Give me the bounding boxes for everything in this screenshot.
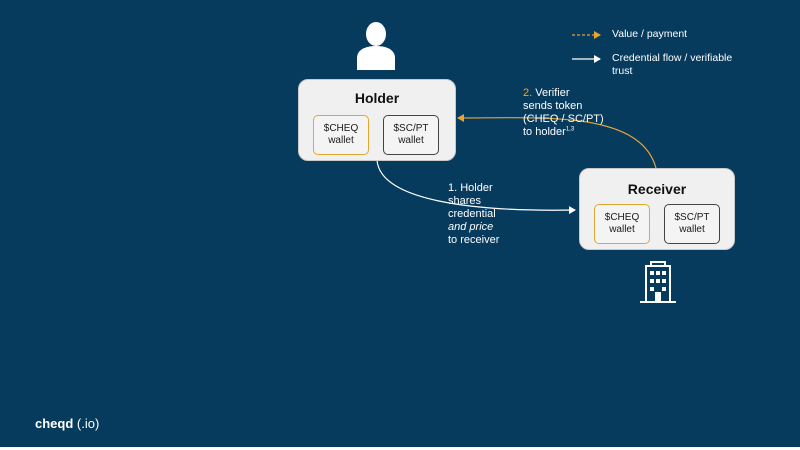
brand-logo: cheqd (.io) — [35, 416, 99, 431]
receiver-cheq-wallet-line1: $CHEQ — [604, 212, 640, 223]
holder-scpt-wallet-line2: wallet — [398, 135, 424, 146]
receiver-box: Receiver $CHEQ wallet $SC/PT wallet — [579, 168, 735, 250]
step2-line1: 2. Verifier — [523, 87, 604, 100]
holder-cheq-wallet: $CHEQ wallet — [313, 115, 369, 155]
step2-superscript: 1,3 — [565, 126, 575, 133]
step1-line5: to receiver — [448, 234, 500, 246]
receiver-cheq-wallet: $CHEQ wallet — [594, 204, 650, 244]
step2-line1-rest: Verifier — [532, 87, 570, 99]
step2-number: 2. — [523, 87, 533, 99]
legend-credential-label-line2: trust — [612, 65, 633, 77]
step2-note: 2. Verifier sends token (CHEQ / SC/PT) t… — [523, 87, 604, 139]
receiver-cheq-wallet-line2: wallet — [609, 224, 635, 235]
step2-line2: sends token — [523, 100, 583, 112]
credential-flow-arrow — [376, 159, 576, 215]
legend-credential-label-line1: Credential flow / verifiable — [612, 52, 733, 64]
legend-credential-label: Credential flow / verifiable trust — [612, 52, 732, 78]
receiver-title: Receiver — [627, 181, 687, 197]
step1-line2: shares — [448, 195, 482, 207]
step1-line1: 1. Holder — [448, 182, 493, 194]
holder-cheq-wallet-line1: $CHEQ — [323, 123, 359, 134]
step1-line3: credential — [448, 208, 496, 220]
holder-cheq-wallet-line2: wallet — [328, 135, 354, 146]
step2-line3: (CHEQ / SC/PT) — [523, 113, 604, 125]
building-icon — [640, 261, 676, 303]
brand-suffix: (.io) — [73, 416, 100, 431]
step1-line4: and price — [448, 221, 499, 234]
receiver-scpt-wallet-line1: $SC/PT — [674, 212, 710, 223]
holder-scpt-wallet-line1: $SC/PT — [393, 123, 429, 134]
holder-title: Holder — [354, 90, 400, 106]
slide-bottom-border — [0, 447, 800, 450]
brand-name: cheqd — [35, 416, 74, 431]
holder-box: Holder $CHEQ wallet $SC/PT wallet — [298, 79, 456, 161]
person-icon — [357, 22, 395, 70]
legend-value-label: Value / payment — [612, 28, 688, 40]
step2-line4: to holder1,3 — [523, 126, 604, 139]
receiver-scpt-wallet: $SC/PT wallet — [664, 204, 720, 244]
step1-note: 1. Holder shares credential and price to… — [448, 182, 499, 247]
payment-flow-arrow — [457, 113, 657, 169]
step1-line4-italic: and price — [448, 221, 494, 233]
step2-line4-text: to holder — [523, 126, 566, 138]
holder-scpt-wallet: $SC/PT wallet — [383, 115, 439, 155]
receiver-scpt-wallet-line2: wallet — [679, 224, 705, 235]
